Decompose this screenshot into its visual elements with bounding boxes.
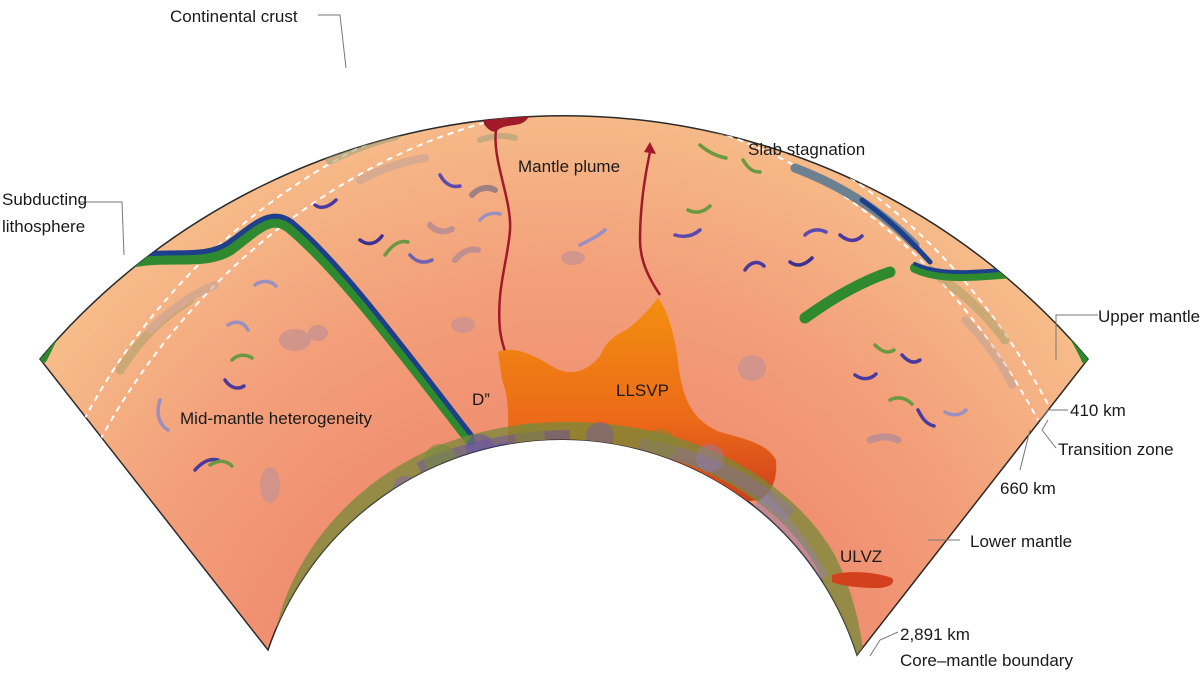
mantle-heterogeneities (156, 143, 968, 472)
transition-zone-660-line (99, 115, 1039, 441)
label-transition-zone: Transition zone (1058, 440, 1174, 459)
label-mid-mantle-heterogeneity: Mid-mantle heterogeneity (180, 409, 372, 428)
label-ulvz: ULVZ (840, 547, 882, 566)
label-lower-mantle: Lower mantle (970, 532, 1072, 551)
label-subducting-lithosphere-line2: lithosphere (2, 217, 85, 236)
ulvz (832, 572, 894, 588)
label-2891-km: 2,891 km (900, 625, 970, 644)
mantle-plume (481, 115, 662, 356)
label-660-km: 660 km (1000, 479, 1056, 498)
label-subducting-lithosphere-line1: Subducting (2, 190, 87, 209)
slab-stagnation-slab-blue (859, 197, 933, 265)
label-llsvp: LLSVP (616, 381, 669, 400)
leader-lines (80, 14, 1098, 657)
detached-slab (799, 266, 896, 324)
label-d-double-prime: D” (472, 390, 490, 409)
label-continental-crust: Continental crust (170, 7, 298, 26)
label-core-mantle-boundary: Core–mantle boundary (900, 651, 1073, 670)
label-410-km: 410 km (1070, 401, 1126, 420)
label-mantle-plume: Mantle plume (518, 157, 620, 176)
label-slab-stagnation: Slab stagnation (748, 140, 865, 159)
mantle-blobs (260, 251, 766, 503)
label-upper-mantle: Upper mantle (1098, 307, 1200, 326)
